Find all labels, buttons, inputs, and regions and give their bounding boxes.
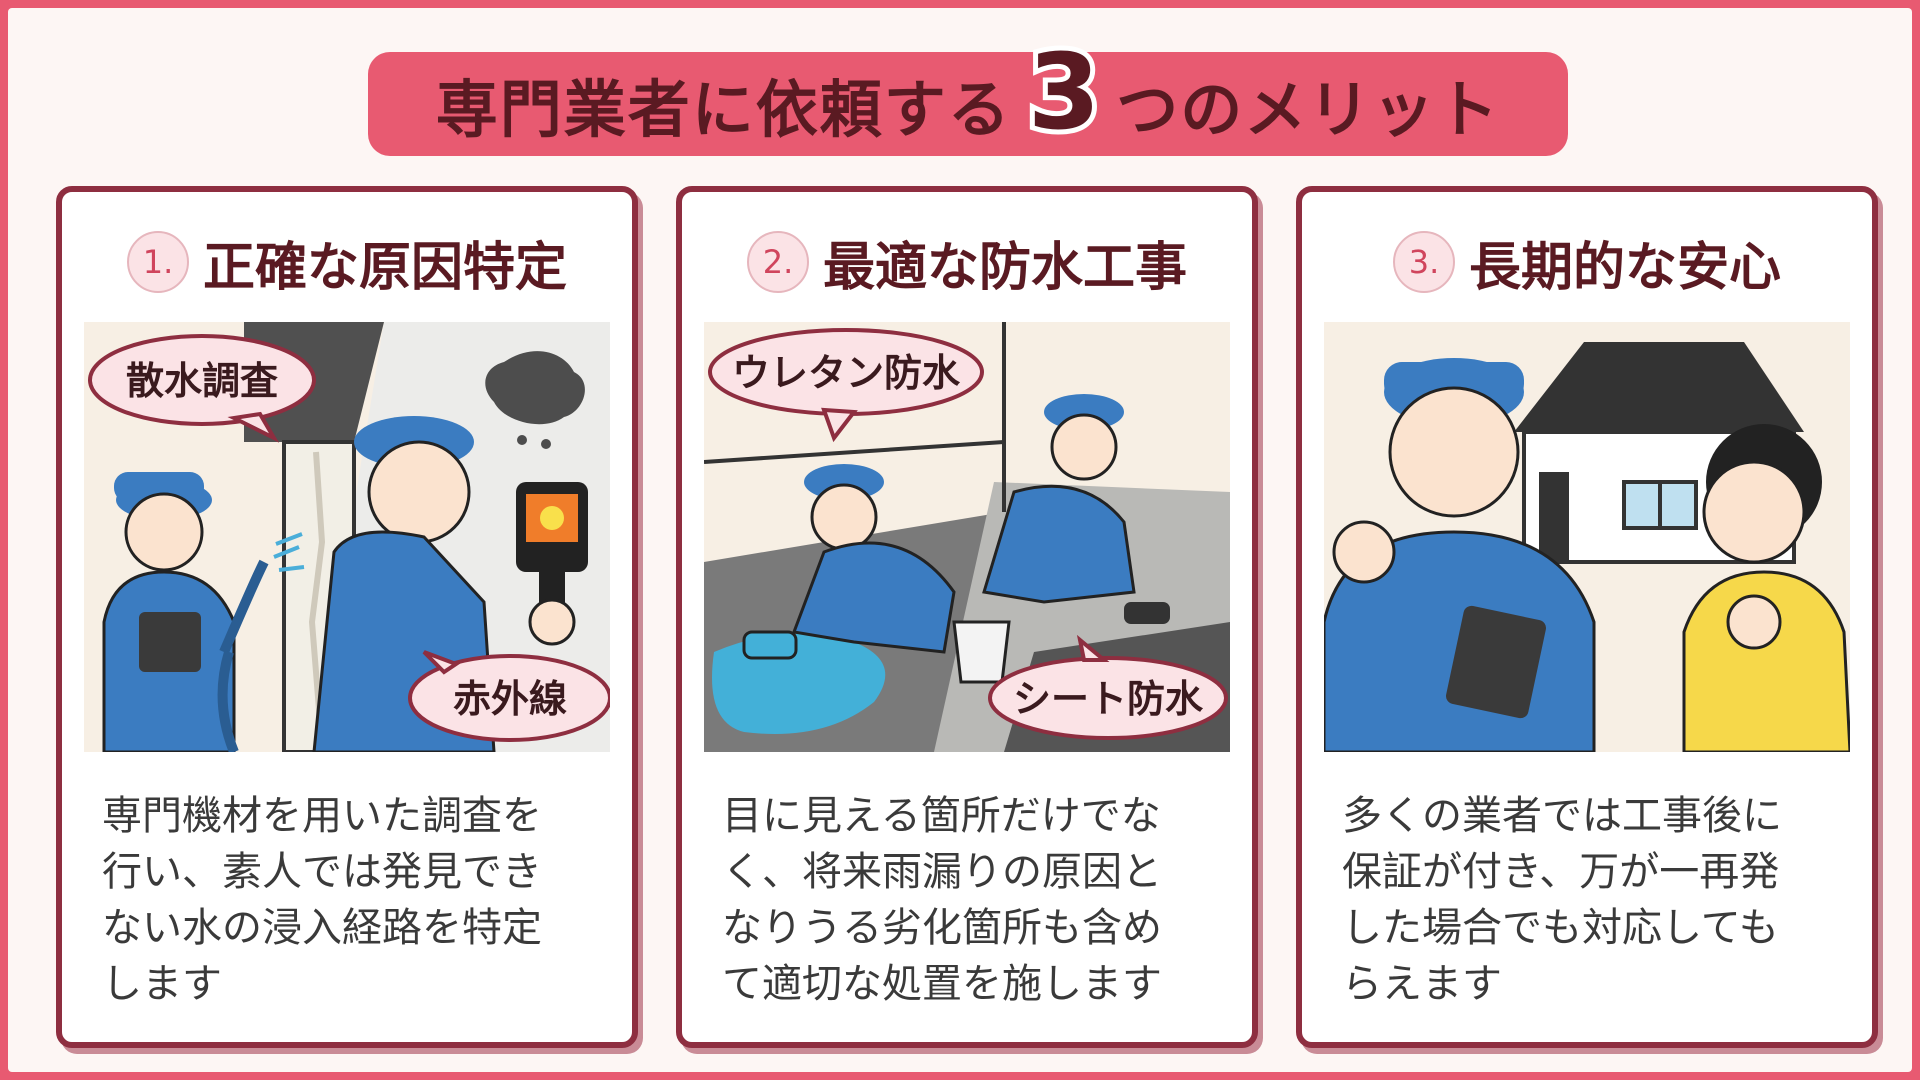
merit-number-badge: 2. [746, 231, 809, 293]
merit-card-1: 1. 正確な原因特定 [56, 186, 638, 1048]
waterproofing-illustration: ウレタン防水 シート防水 [704, 322, 1230, 752]
tag-sprinkle-test: 散水調査 [126, 359, 278, 403]
description-line: 行い、素人では発見でき [102, 849, 542, 895]
description-line: らえます [1342, 961, 1502, 1007]
merit-card-2: 2. 最適な防水工事 [676, 186, 1258, 1048]
description-line: なりうる劣化箇所も含め [722, 905, 1162, 951]
merit-card-header: 2. 最適な防水工事 [682, 222, 1252, 302]
speech-bubble-urethane: ウレタン防水 [708, 328, 984, 443]
merit-card-title: 正確な原因特定 [202, 237, 567, 298]
description-line: 多くの業者では工事後に [1342, 793, 1782, 839]
merit-number-badge: 3. [1392, 231, 1455, 293]
bucket-icon [952, 620, 1011, 684]
speech-bubble-sheet: シート防水 [988, 634, 1228, 740]
tag-urethane-waterproofing: ウレタン防水 [732, 351, 961, 395]
speech-bubble-sprinkle: 散水調査 [88, 334, 316, 443]
page-title-part-2: つのメリット [1116, 73, 1501, 146]
speech-bubble-infrared: 赤外線 [408, 650, 610, 742]
description-line: 専門機材を用いた調査を [102, 793, 542, 839]
merit-card-3: 3. 長期的な安心 [1296, 186, 1878, 1048]
inspection-illustration: 散水調査 赤外線 [84, 322, 610, 752]
merit-card-header: 1. 正確な原因特定 [62, 222, 632, 302]
page-title-number: 3 [1023, 31, 1105, 153]
clipboard-icon [1446, 605, 1546, 719]
description-line: 保証が付き、万が一再発 [1342, 849, 1780, 895]
merit-description: 目に見える箇所だけでな く、将来雨漏りの原因と なりうる劣化箇所も含め て適切な… [722, 788, 1222, 1012]
merit-description: 専門機材を用いた調査を 行い、素人では発見でき ない水の浸入経路を特定 します [102, 788, 602, 1012]
page-frame: 専門業者に依頼する 3 つのメリット 1. 正確な原因特定 [8, 8, 1912, 1072]
merit-card-header: 3. 長期的な安心 [1302, 222, 1872, 302]
description-line: した場合でも対応しても [1342, 905, 1779, 951]
reassurance-illustration [1324, 322, 1850, 752]
merit-card-title: 最適な防水工事 [822, 237, 1187, 298]
tag-infrared: 赤外線 [453, 677, 567, 721]
merit-card-title: 長期的な安心 [1468, 237, 1781, 298]
description-line: く、将来雨漏りの原因と [722, 849, 1162, 895]
stain-icon [485, 351, 585, 425]
description-line: て適切な処置を施します [722, 961, 1162, 1007]
merit-number-badge: 1. [126, 231, 189, 293]
page-title-banner: 専門業者に依頼する 3 つのメリット [368, 35, 1568, 156]
tag-sheet-waterproofing: シート防水 [1013, 677, 1204, 721]
description-line: ない水の浸入経路を特定 [102, 905, 542, 951]
paint-roller-icon [742, 630, 798, 660]
merit-description: 多くの業者では工事後に 保証が付き、万が一再発 した場合でも対応しても らえます [1342, 788, 1842, 1012]
description-line: 目に見える箇所だけでな [722, 793, 1161, 839]
description-line: します [102, 961, 222, 1007]
page-title-part-1: 専門業者に依頼する [435, 73, 1012, 146]
